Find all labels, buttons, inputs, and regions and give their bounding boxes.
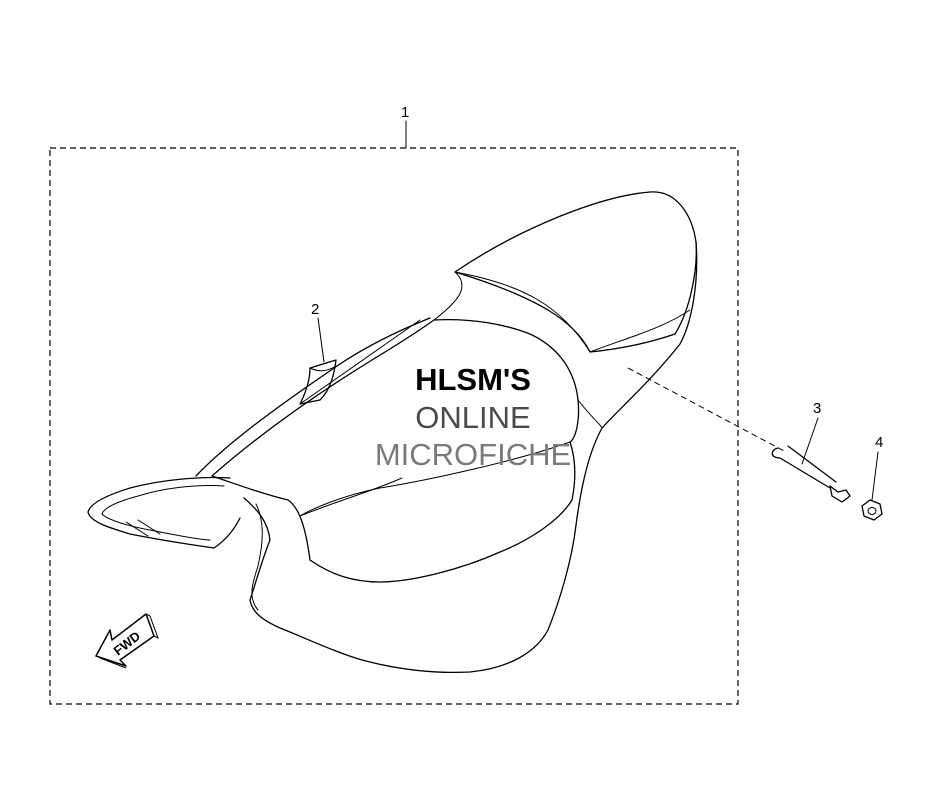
fwd-arrow-icon [95,613,155,667]
part-4-nut: 4 [861,434,883,521]
callout-3-label: 3 [813,400,821,417]
part-4-nut-hole [867,507,877,515]
front-seat-seam [433,271,463,321]
assembly-boundary [49,147,739,705]
rear-pad-side-seam [589,309,691,353]
part-3-hook [771,445,837,489]
part-3-bolt: 3 [771,400,851,503]
callout-3-leader [801,417,819,465]
callout-2-label: 2 [311,301,319,318]
front-nose-loop-inner [101,485,225,541]
part-3-shaft [829,485,851,503]
callout-1-label: 1 [401,104,409,121]
watermark-line-3: MICROFICHE [375,437,571,472]
watermark-line-1: HLSM'S [415,362,531,397]
part-2-tag-fold [309,365,337,372]
seat-base-inner [251,503,263,611]
part-2-tag: 2 [299,301,337,405]
fwd-arrow: FWD [95,613,159,669]
rear-pad-front-edge [454,271,591,353]
part-3-mount-leader [627,367,787,453]
front-seat-rear-seam [299,441,571,517]
rear-seat-pad [454,191,697,353]
part-2-tag-shape [299,359,337,405]
seat-base-contour [243,497,363,661]
front-seat-bottom-curve [309,441,576,583]
callout-4-leader [871,451,879,501]
callout-4-label: 4 [875,434,883,451]
front-seat-near-edge [211,475,311,561]
watermark: HLSM'S ONLINE MICROFICHE [375,362,571,472]
seat-right-side [577,399,603,429]
fwd-arrow-shadow [99,613,159,669]
callout-2-leader [317,317,325,363]
front-top-edge [299,319,421,405]
front-nose-loop [87,476,241,549]
seat-drawing [87,191,698,674]
rear-side-panel [361,241,698,674]
part-4-nut-body [861,499,883,521]
seat-crease [299,477,403,517]
watermark-line-2: ONLINE [415,400,530,435]
front-nose-strap [125,519,161,537]
